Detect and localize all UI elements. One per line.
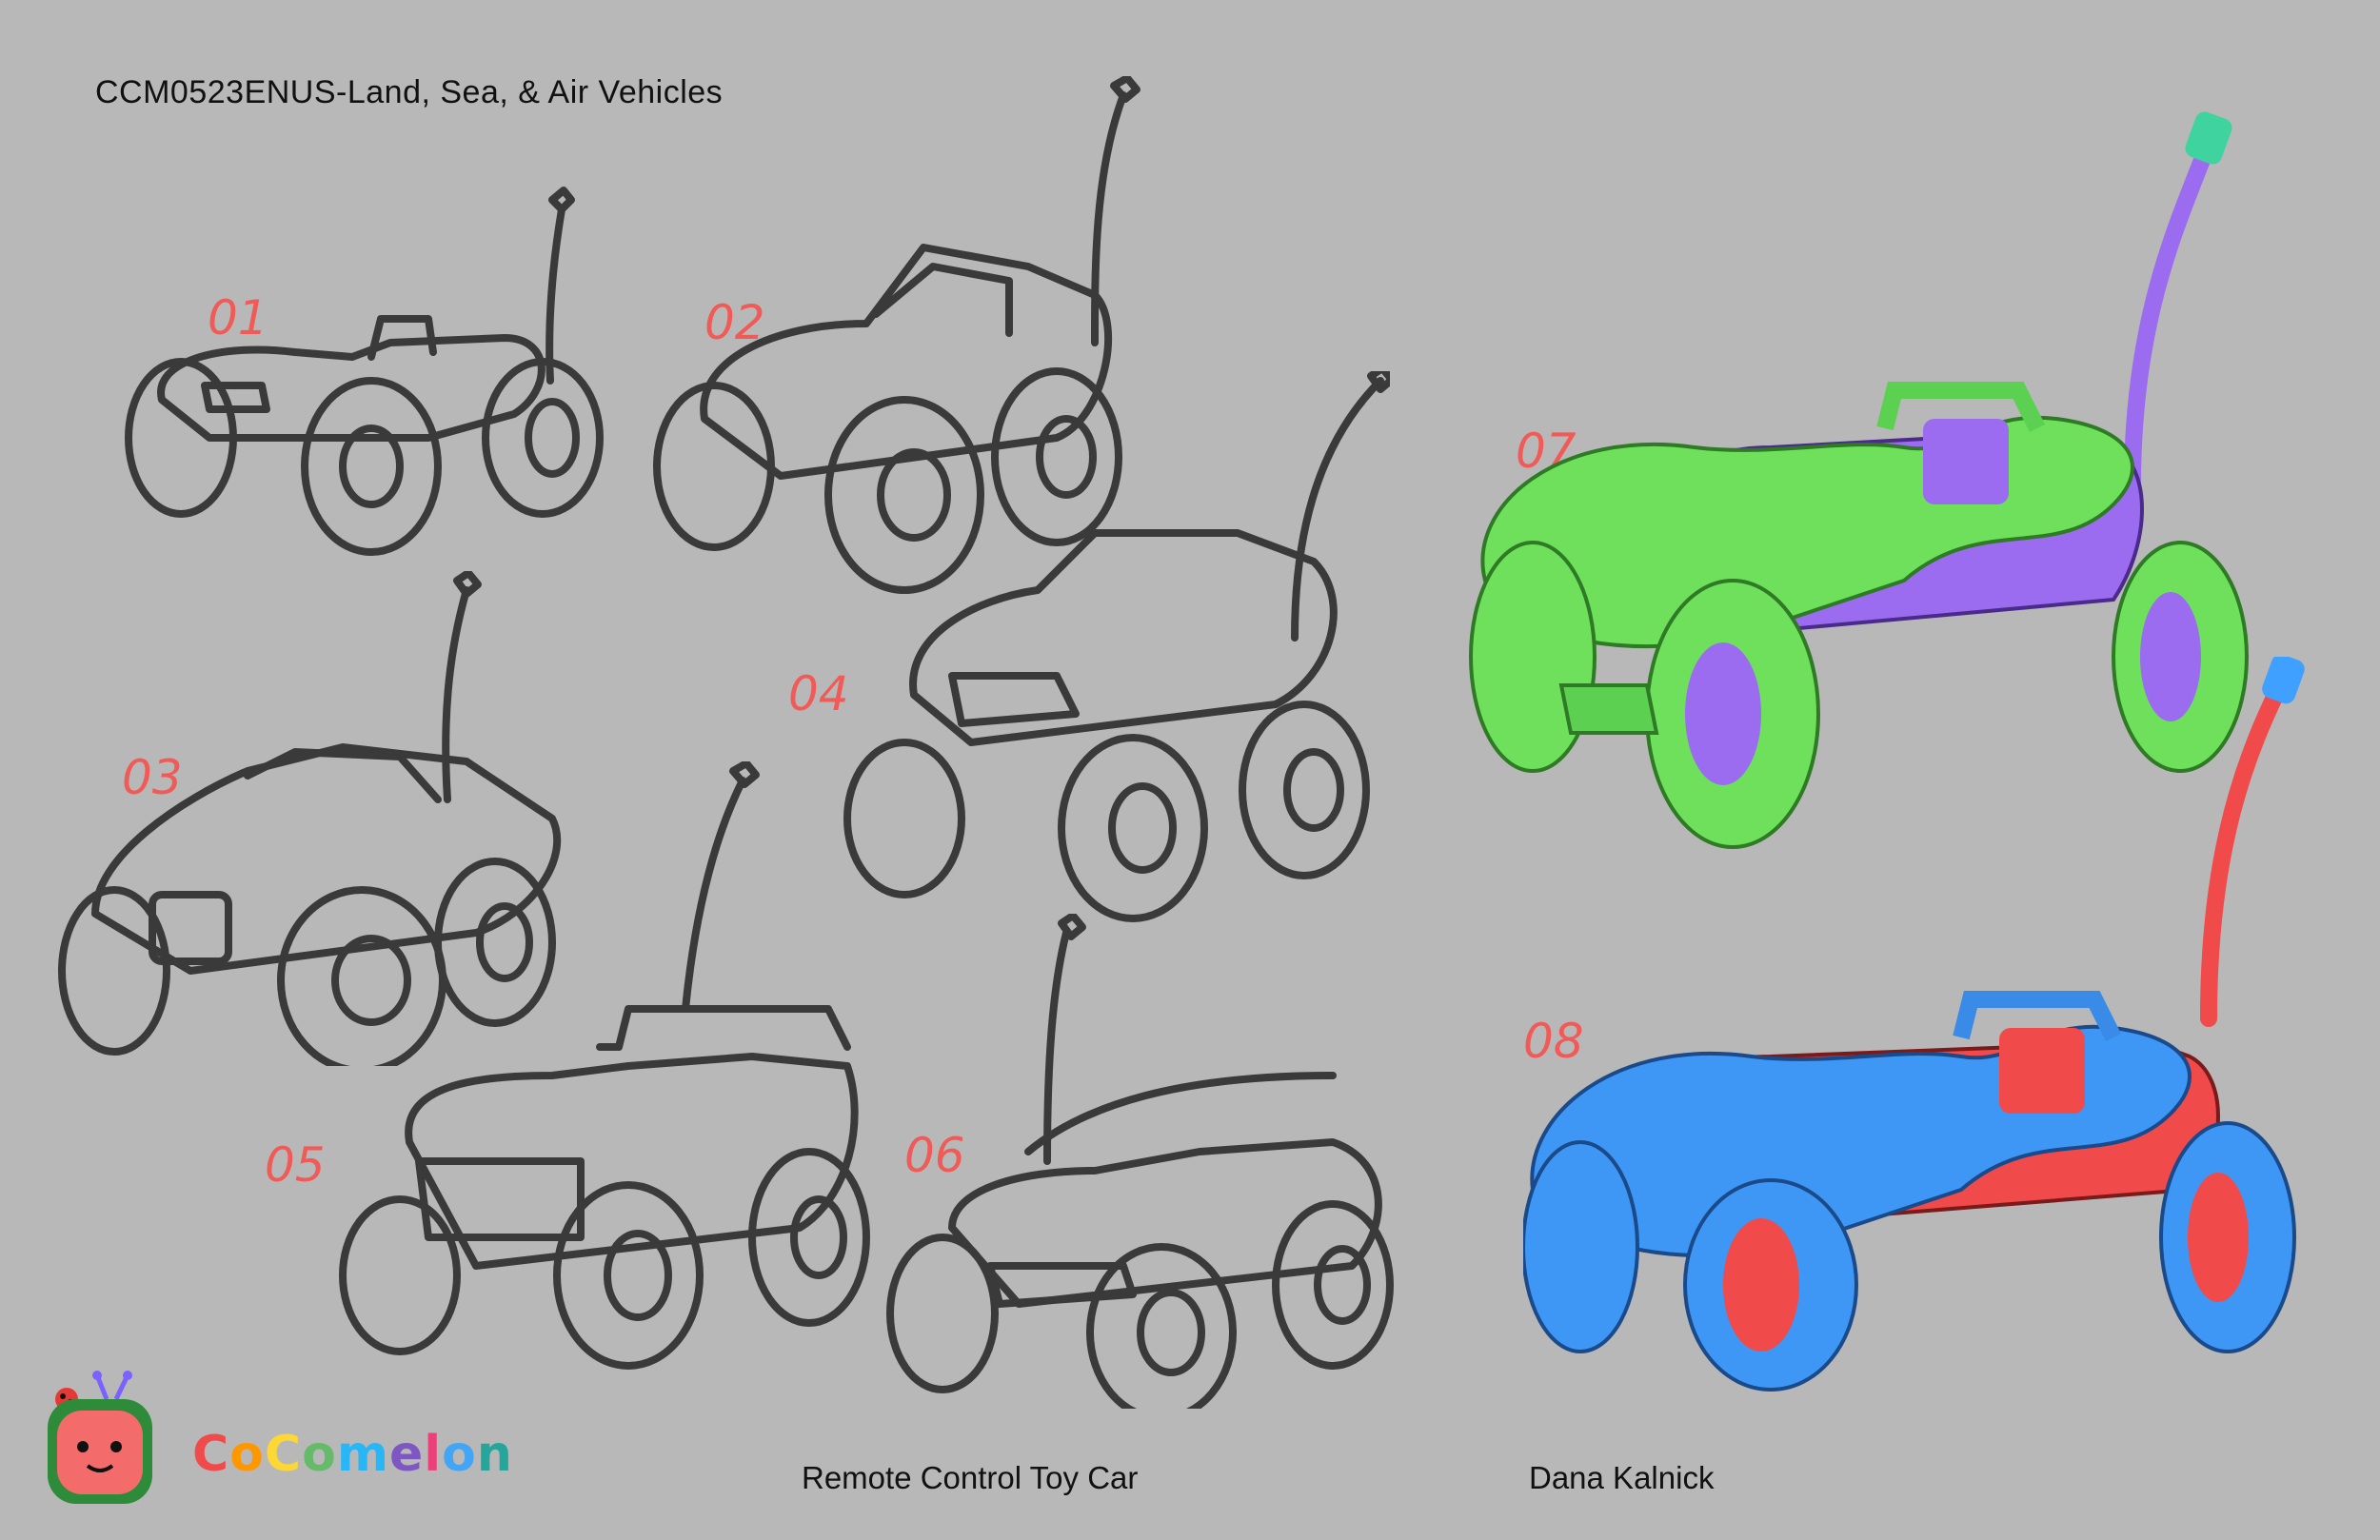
concept-number-06: 06 bbox=[904, 1128, 965, 1183]
artist-caption: Dana Kalnick bbox=[1529, 1460, 1715, 1495]
sketch-car-04 bbox=[843, 371, 1390, 922]
subject-caption: Remote Control Toy Car bbox=[802, 1460, 1139, 1495]
sketch-car-06 bbox=[886, 914, 1394, 1409]
sketch-car-03 bbox=[58, 571, 562, 1066]
concept-number-01: 01 bbox=[208, 290, 268, 346]
color-car-08-blue bbox=[1523, 657, 2305, 1392]
page-title: CCM0523ENUS-Land, Sea, & Air Vehicles bbox=[95, 74, 724, 110]
watermelon-mascot-icon bbox=[48, 1371, 152, 1504]
brand-wordmark: CoComelon bbox=[192, 1426, 513, 1483]
concept-number-05: 05 bbox=[265, 1137, 326, 1193]
sketch-car-01 bbox=[125, 187, 604, 556]
concept-number-03: 03 bbox=[122, 750, 183, 805]
concept-number-04: 04 bbox=[788, 666, 849, 721]
color-car-07-green bbox=[1469, 111, 2249, 849]
sketch-car-05 bbox=[339, 761, 870, 1370]
sketch-car-02 bbox=[653, 76, 1140, 594]
cocomelon-logo: CoComelon bbox=[40, 1371, 512, 1523]
concept-number-08: 08 bbox=[1523, 1014, 1584, 1069]
